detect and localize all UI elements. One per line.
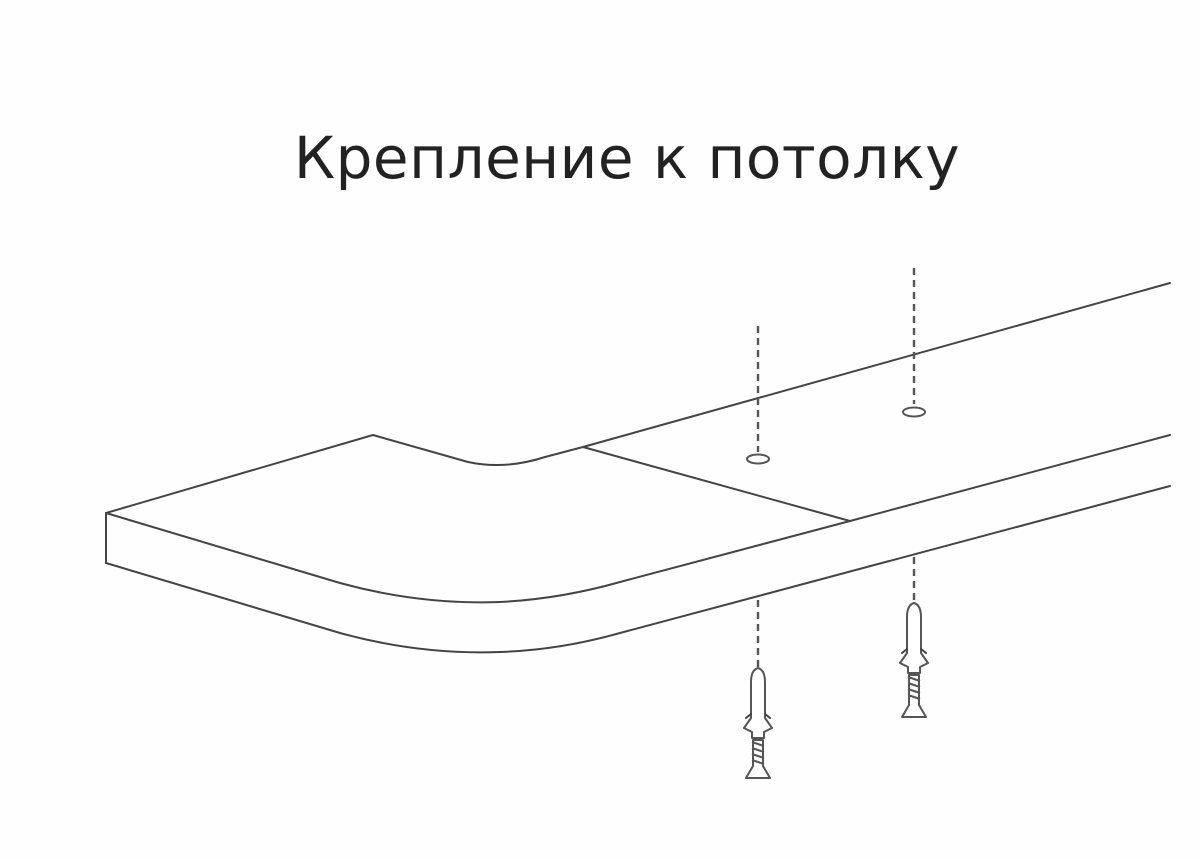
rail-bottom-edge [105,485,1171,654]
rail-top-back-edge [105,282,1171,514]
rail-joint [582,446,851,522]
alignment-guides [756,268,916,670]
wall-plug-screw-right [899,602,929,718]
mounting-hole-left [746,453,770,465]
wall-plug-screw-left [743,667,773,779]
page-title: Крепление к потолку [293,124,961,192]
mounting-hole-right [902,406,926,418]
rail-top-front-edge [105,434,1171,604]
rail-profile [105,282,1171,654]
